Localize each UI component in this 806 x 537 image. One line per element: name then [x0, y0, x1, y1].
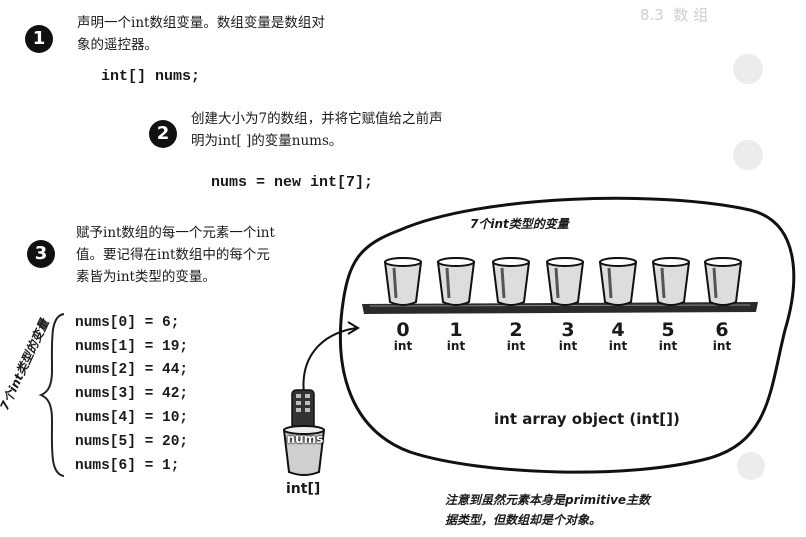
index-number: 5	[661, 319, 675, 341]
cup	[436, 257, 476, 306]
step-1-badge: 1	[25, 25, 53, 53]
step-2-description: 创建大小为7的数组，并将它赋值给之前声 明为int[ ]的变量nums。	[191, 108, 443, 152]
step-3-line-3: 素皆为int类型的变量。	[76, 269, 216, 285]
ghost-circle-1	[733, 54, 763, 84]
index-number: 6	[715, 319, 729, 341]
footnote: 注意到虽然元素本身是primitive主数 据类型，但数组却是个对象。	[445, 490, 650, 530]
array-object-label: int array object (int[])	[494, 410, 680, 428]
assignment-line: nums[2] = 44;	[75, 362, 189, 378]
assignment-line: nums[0] = 6;	[75, 315, 180, 331]
step-1-line-2: 象的遥控器。	[77, 37, 158, 53]
step-3-line-2: 值。要记得在int数组中的每个元	[76, 247, 270, 263]
ghost-text-top: 8.3 数 组	[640, 6, 709, 24]
cup	[703, 257, 743, 306]
array-top-label: 7个int类型的变量	[470, 217, 569, 231]
ghost-circle-3	[737, 452, 765, 480]
cup	[383, 257, 423, 306]
step-2-badge: 2	[149, 120, 177, 148]
reference-cup-label: nums	[286, 432, 324, 446]
cup	[651, 257, 691, 306]
index-type: int	[446, 339, 466, 353]
index-type: int	[393, 339, 413, 353]
reference-type-label: int[]	[286, 481, 321, 497]
index-type: int	[658, 339, 678, 353]
index-type: int	[506, 339, 526, 353]
step-2-line-2: 明为int[ ]的变量nums。	[191, 133, 343, 149]
step-3-badge: 3	[27, 240, 55, 268]
step-1-description: 声明一个int数组变量。数组变量是数组对 象的遥控器。	[77, 12, 325, 56]
footnote-line-1: 注意到虽然元素本身是primitive主数	[445, 493, 651, 507]
step-3-description: 赋予int数组的每一个元素一个int 值。要记得在int数组中的每个元 素皆为i…	[76, 222, 275, 288]
footnote-line-2: 据类型，但数组却是个对象。	[445, 513, 602, 527]
assignment-line: nums[5] = 20;	[75, 434, 189, 450]
index-number: 0	[396, 319, 410, 341]
step-1-code: int[] nums;	[101, 68, 201, 85]
assignment-line: nums[4] = 10;	[75, 410, 189, 426]
assignment-line: nums[1] = 19;	[75, 339, 189, 355]
step-2-line-1: 创建大小为7的数组，并将它赋值给之前声	[191, 111, 443, 127]
step-1-line-1: 声明一个int数组变量。数组变量是数组对	[77, 15, 325, 31]
cup	[545, 257, 585, 306]
index-number: 3	[561, 319, 575, 341]
curly-brace	[38, 313, 65, 477]
index-type: int	[608, 339, 628, 353]
cup	[491, 257, 531, 306]
ghost-circle-2	[733, 140, 763, 170]
cup	[598, 257, 638, 306]
reference-arrow	[302, 321, 360, 395]
index-type: int	[712, 339, 732, 353]
reference-cup	[282, 425, 326, 476]
step-3-line-1: 赋予int数组的每一个元素一个int	[76, 225, 275, 241]
index-number: 2	[509, 319, 523, 341]
index-number: 4	[611, 319, 625, 341]
index-number: 1	[449, 319, 463, 341]
assignment-line: nums[3] = 42;	[75, 386, 189, 402]
step-2-code: nums = new int[7];	[211, 174, 374, 191]
assignment-line: nums[6] = 1;	[75, 458, 180, 474]
index-type: int	[558, 339, 578, 353]
